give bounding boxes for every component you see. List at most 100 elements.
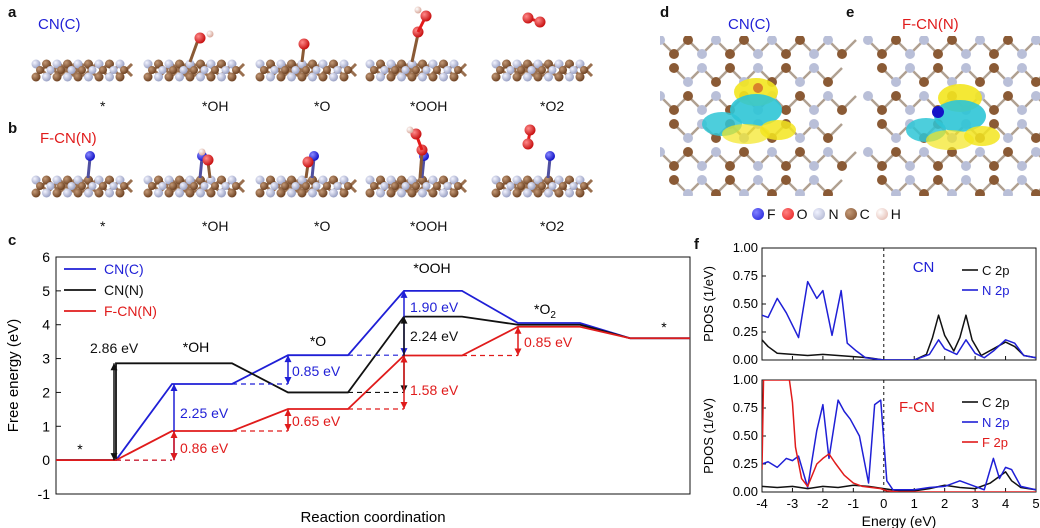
lattice-atom [837,161,847,171]
atom-c [175,175,184,185]
lattice-atom [891,91,901,101]
atom-c [559,182,567,190]
atom-c [94,188,104,198]
atom-c [339,72,349,82]
atom-n [401,182,410,190]
panel-e-title: F-CN(N) [902,16,959,33]
lattice-atom [947,189,957,196]
lattice-atom [711,91,721,101]
pdos-curve-f-2p [762,380,1036,492]
y-tick-label: 0.75 [733,400,758,415]
atom-c [36,182,44,190]
atom-c [281,66,289,74]
atom-c [148,66,156,74]
atom-c [386,188,396,198]
atom-legend-h: H [875,206,901,222]
lattice-atom [891,147,901,157]
density-panel [863,36,1040,196]
atom-c [120,66,128,74]
arrow-head [170,383,178,391]
atom-n [533,59,543,69]
y-tick-label: 3 [42,351,50,367]
atom-n [115,175,125,185]
arrow-head [110,363,118,371]
y-axis-label: PDOS (1/eV) [701,398,716,474]
panel-b-title: F-CN(N) [40,130,97,147]
atom-c [260,66,268,74]
atom-n [154,188,163,198]
atom-o [194,32,206,44]
atom-c [386,72,396,82]
adsorption-structures [31,6,594,198]
atom-c [297,72,307,82]
lattice-atom [863,147,873,157]
x-tick-label: 0 [880,496,887,511]
lattice-atom [891,36,901,45]
atom-c [143,188,153,198]
atom-c [287,59,296,69]
arrow-head [514,326,522,334]
atom-n [422,66,431,74]
atom-n [63,188,72,198]
atom-c [329,59,338,69]
lattice-atom [669,175,679,185]
atom-c [232,66,240,74]
atom-c [523,59,532,69]
lattice-atom [975,36,985,45]
atom-c [391,66,399,74]
lattice-atom [753,161,763,171]
atom-c [105,175,114,185]
x-tick-label: -2 [817,496,829,511]
lattice-atom [919,189,929,196]
energy-annotation: 2.24 eV [410,328,459,344]
atom-c [439,59,448,69]
atom-c [491,72,501,82]
atom-n [397,72,406,82]
y-tick-label: 1.00 [733,372,758,387]
lattice-atom [975,77,985,87]
atom-h [406,126,414,134]
lattice-atom [823,77,833,87]
atom-c [84,59,93,69]
atom-n [502,188,511,198]
atom-n [206,59,216,69]
atom-c [365,72,375,82]
lattice-atom [1031,147,1040,157]
y-tick-label: 0.00 [733,484,758,499]
lattice-atom [989,105,999,115]
atom-n [318,59,328,69]
atom-n [270,66,279,74]
state-label-b-1: * [100,218,106,234]
atom-n [154,72,163,82]
lattice-atom [697,63,707,73]
atom-n [312,182,321,190]
atom-n [175,72,184,82]
lattice-atom [823,91,833,101]
atom-n [569,182,578,190]
atom-n [270,182,279,190]
lattice-atom [767,147,777,157]
legend-label: C 2p [982,395,1009,410]
lattice-atom [795,77,805,87]
state-label: * [661,319,667,335]
atom-n [276,59,286,69]
state-label-a-2: *OH [202,98,229,114]
atom-c [407,72,417,82]
lattice-atom [1017,49,1027,59]
atom-n [339,59,349,69]
lattice-atom [877,63,887,73]
atom-c [217,175,226,185]
lattice-atom [989,161,999,171]
lattice-atom [809,175,819,185]
atom-c [538,182,546,190]
atom-c [227,72,237,82]
lattice-atom [781,49,791,59]
atom-c [496,66,504,74]
atom-n [42,188,51,198]
atom-c [454,66,462,74]
atom-c [73,188,83,198]
density-lobe-cyan [934,100,986,132]
density-lobe-cyan [730,94,782,126]
atom-c [544,59,553,69]
